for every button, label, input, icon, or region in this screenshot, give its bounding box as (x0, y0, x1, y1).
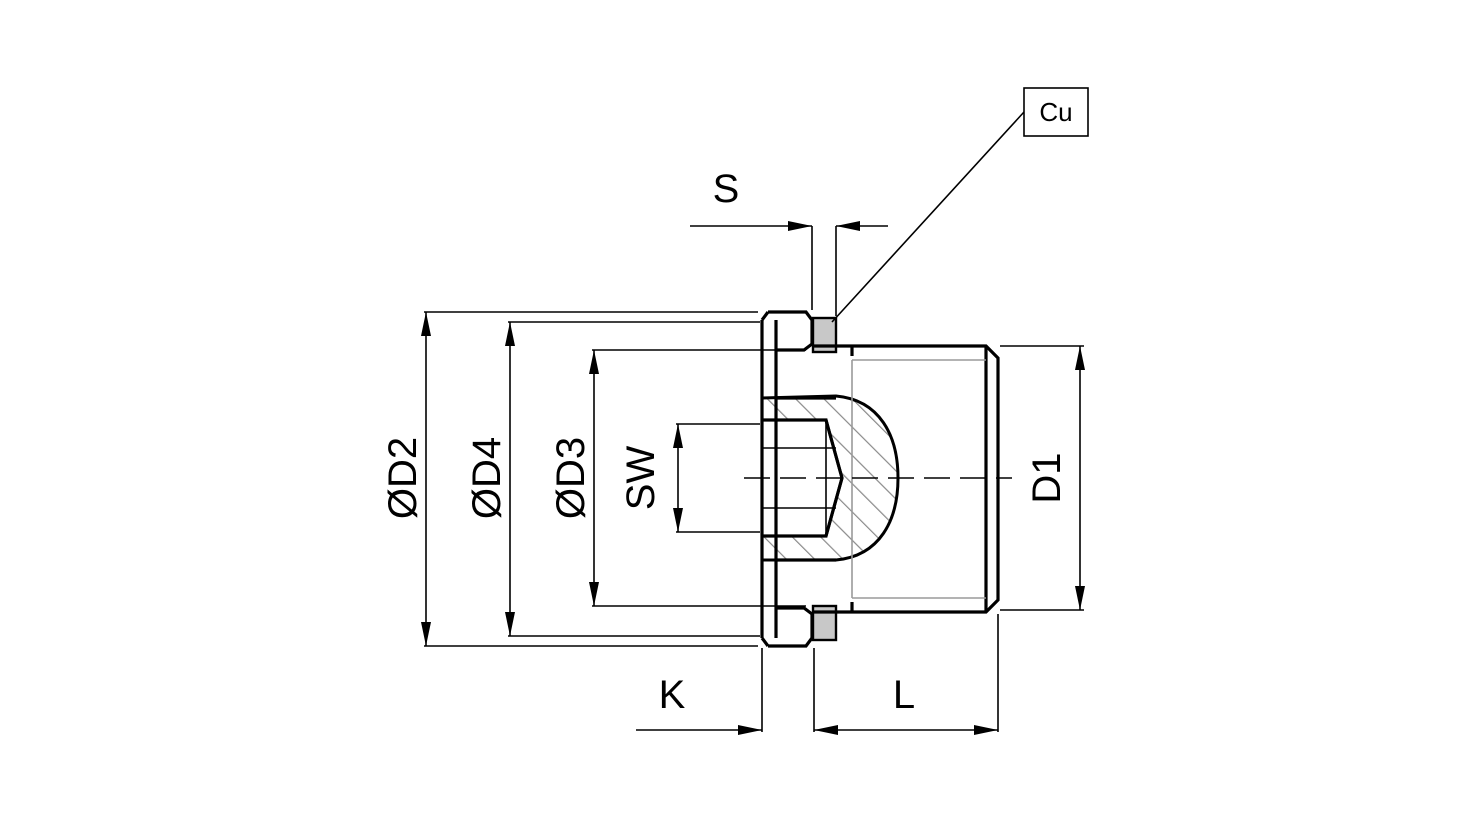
label-d1: D1 (1025, 452, 1069, 503)
dimension-s: S (690, 167, 888, 316)
material-callout: Cu (831, 87, 1089, 323)
dimension-d4: ØD4 (465, 321, 760, 637)
label-d4: ØD4 (465, 437, 509, 519)
label-l: L (893, 673, 915, 717)
dimension-d1: D1 (1000, 345, 1085, 611)
dimension-d3: ØD3 (549, 349, 806, 607)
plug-head (760, 310, 836, 648)
dimension-k: K (636, 648, 838, 735)
label-k: K (659, 673, 686, 717)
dimension-sw: SW (619, 423, 760, 533)
label-s: S (713, 167, 740, 211)
copper-gasket (811, 316, 852, 642)
dimension-d2: ØD2 (381, 311, 758, 647)
label-d2: ØD2 (381, 437, 425, 519)
dimension-l: L (814, 614, 999, 735)
threaded-shank (850, 344, 1000, 614)
label-d3: ØD3 (549, 437, 593, 519)
label-cu: Cu (1039, 97, 1072, 127)
label-sw: SW (619, 446, 663, 511)
